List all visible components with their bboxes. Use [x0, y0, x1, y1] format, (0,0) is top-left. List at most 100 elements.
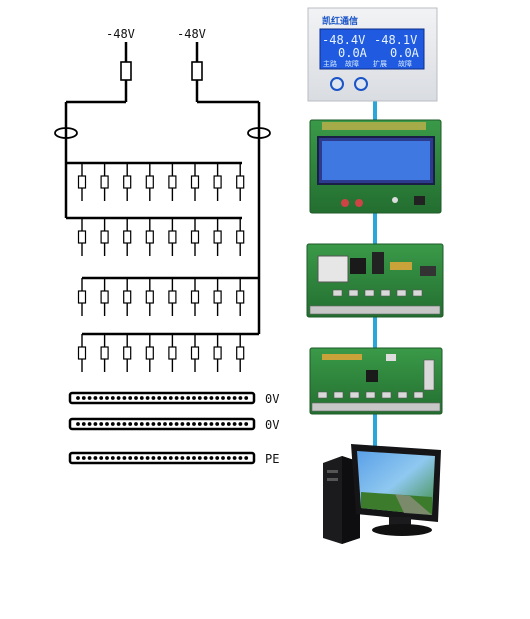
busbar-terminal: [151, 422, 156, 426]
busbar-terminal: [244, 396, 249, 400]
distribution-bars: [66, 161, 259, 336]
busbars: [68, 391, 256, 465]
busbar-terminal: [197, 396, 202, 400]
busbar-terminal: [151, 456, 156, 460]
busbar-terminal: [134, 396, 138, 400]
fuse: [190, 346, 200, 360]
fuse: [213, 230, 222, 244]
busbar-terminal: [238, 456, 243, 460]
busbar-terminal: [209, 422, 214, 426]
busbar-terminal: [163, 456, 167, 460]
busbar-terminal: [192, 456, 196, 460]
busbar-terminal: [128, 396, 133, 400]
busbar-terminal: [163, 396, 167, 400]
busbar-terminal: [232, 456, 237, 460]
fuse: [213, 346, 222, 360]
busbar-terminal: [174, 396, 179, 400]
lcd-line3-2: 扩展: [373, 59, 387, 68]
lcd-line2-left: 0.0A: [338, 46, 368, 60]
busbar-terminal: [244, 422, 249, 426]
main-rails: [64, 102, 261, 334]
busbar-terminal: [139, 456, 144, 460]
fuse: [190, 290, 200, 304]
busbar-terminal: [197, 456, 202, 460]
fuse-rows: [77, 163, 245, 372]
lcd-line2-right: 0.0A: [390, 46, 420, 60]
busbar-terminal: [221, 456, 225, 460]
fuse: [145, 290, 154, 304]
busbar-terminal: [168, 396, 173, 400]
busbar-terminal: [180, 456, 185, 460]
fuse: [100, 175, 109, 189]
supply-right-feed: [191, 42, 259, 104]
busbar-terminal: [81, 396, 86, 400]
busbar-terminal: [87, 396, 92, 400]
busbar-terminal: [203, 456, 208, 460]
busbar-terminal: [151, 396, 156, 400]
busbar-terminal: [93, 422, 98, 426]
busbar-1-label: 0V: [265, 418, 279, 432]
brand-logo: 凯红通信: [322, 15, 358, 27]
fuse: [145, 346, 154, 360]
busbar-terminal: [180, 396, 185, 400]
fuse: [236, 290, 245, 304]
fuse: [168, 175, 177, 189]
display-panel: 凯红通信 -48.4V -48.1V 0.0A 0.0A 主路 故障 扩展 故障: [307, 7, 438, 102]
busbar-terminal: [215, 456, 220, 460]
busbar-0-label: 0V: [265, 392, 279, 406]
busbar-terminal: [105, 422, 109, 426]
busbar-terminal: [105, 396, 109, 400]
busbar-terminal: [157, 456, 162, 460]
busbar-terminal: [145, 396, 150, 400]
busbar-terminal: [81, 456, 86, 460]
lcd-line1-right: -48.1V: [374, 33, 417, 47]
panel-button-left[interactable]: [330, 77, 344, 91]
busbar-terminal: [238, 422, 243, 426]
busbar-terminal: [116, 456, 121, 460]
busbar-terminal: [221, 422, 225, 426]
supply-left-feed: [66, 42, 132, 104]
busbar: [68, 451, 256, 465]
fuse: [145, 230, 154, 244]
busbar-terminal: [122, 396, 127, 400]
left-current-sensor: [54, 127, 78, 139]
busbar-terminal: [186, 422, 191, 426]
busbar-terminal: [221, 396, 225, 400]
busbar-terminal: [110, 396, 115, 400]
busbar-terminal: [192, 396, 196, 400]
busbar-terminal: [128, 422, 133, 426]
busbar-terminal: [87, 456, 92, 460]
lcd-screen: [319, 28, 425, 70]
busbar-terminal: [180, 422, 185, 426]
supply-right-label: -48V: [177, 27, 206, 41]
busbar-terminal: [139, 396, 144, 400]
busbar: [68, 417, 256, 431]
busbar-terminal: [110, 422, 115, 426]
computer: [323, 444, 441, 544]
fuse: [168, 290, 177, 304]
fuse: [123, 175, 132, 189]
busbar: [68, 391, 256, 405]
fuse: [100, 230, 109, 244]
busbar-terminal: [116, 396, 121, 400]
busbar-terminal: [116, 422, 121, 426]
fuse: [123, 290, 132, 304]
fuse: [168, 346, 177, 360]
busbar-terminal: [157, 422, 162, 426]
busbar-terminal: [128, 456, 133, 460]
busbar-terminal: [168, 456, 173, 460]
busbar-terminal: [186, 396, 191, 400]
io-board: [309, 347, 443, 415]
lcd-board: [309, 119, 442, 214]
panel-button-right[interactable]: [354, 77, 368, 91]
busbar-2-label: PE: [265, 452, 279, 466]
busbar-terminal: [186, 456, 191, 460]
control-board: [306, 243, 444, 318]
fuse: [236, 175, 245, 189]
fuse: [100, 346, 109, 360]
busbar-terminal: [174, 422, 179, 426]
busbar-terminal: [168, 422, 173, 426]
busbar-terminal: [134, 422, 138, 426]
busbar-terminal: [81, 422, 86, 426]
busbar-terminal: [203, 396, 208, 400]
